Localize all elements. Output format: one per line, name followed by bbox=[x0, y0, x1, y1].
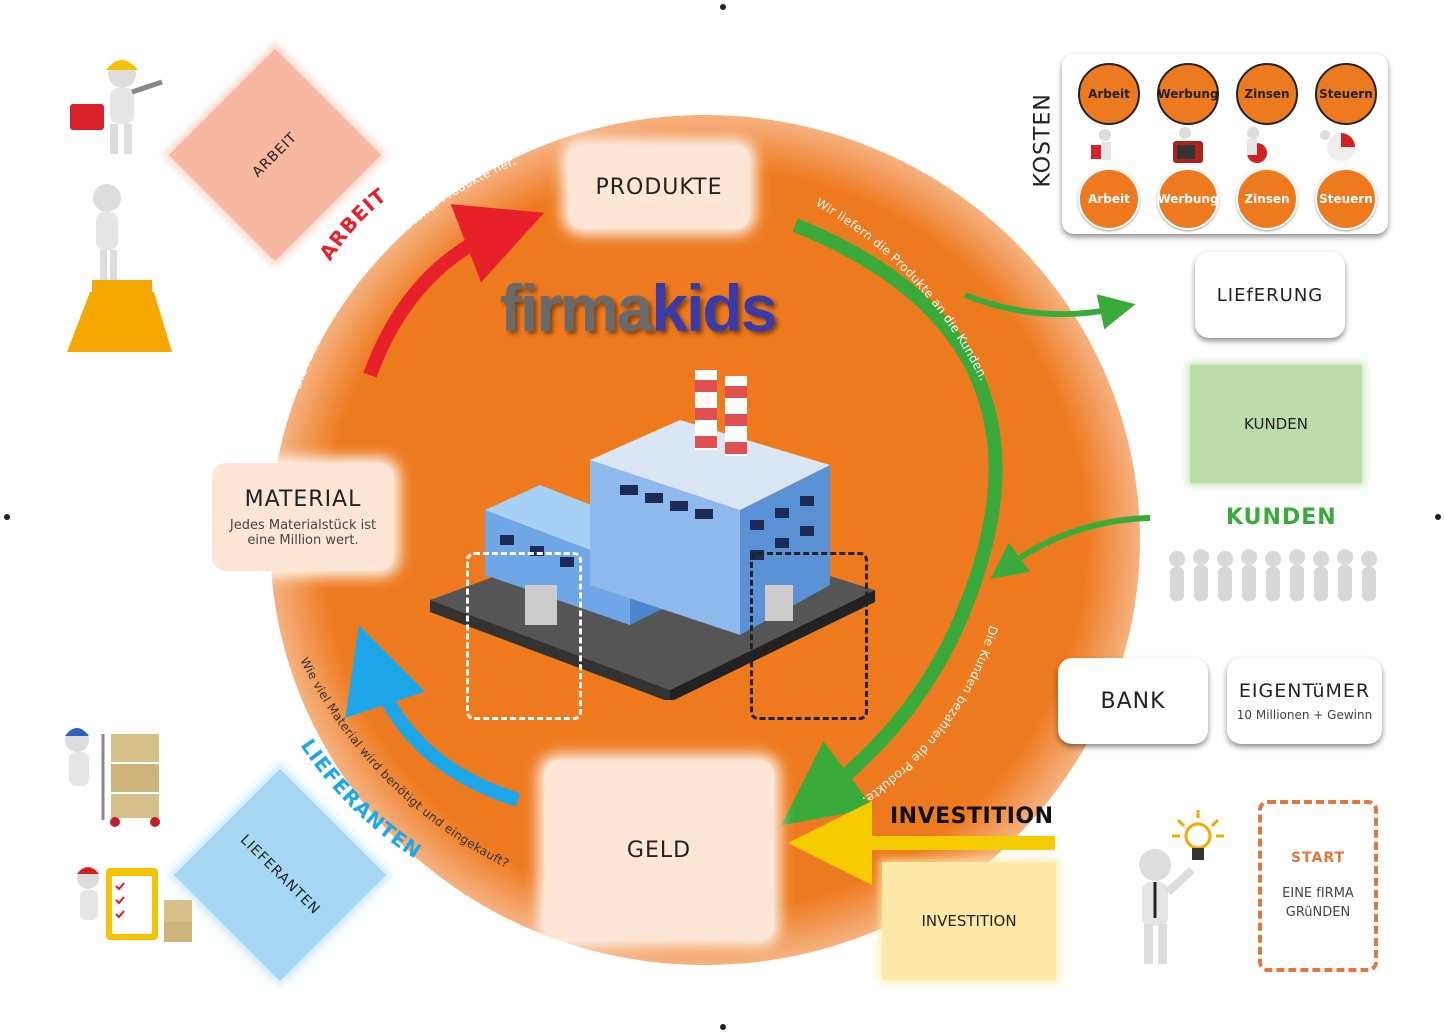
lightbulb-thinker-icon bbox=[1139, 810, 1224, 964]
kosten-bottom-steuern[interactable]: Steuern bbox=[1315, 168, 1377, 230]
kunden-tile-label: KUNDEN bbox=[1244, 415, 1308, 433]
eigentuemer-card[interactable]: EIGENTüMER 10 Millionen + Gewinn bbox=[1227, 658, 1382, 744]
registration-mark-bottom bbox=[720, 1024, 726, 1030]
lieferanten-arrow bbox=[345, 625, 521, 807]
mini-tv-icon bbox=[1173, 127, 1203, 163]
kunden-tile[interactable]: KUNDEN bbox=[1190, 365, 1362, 483]
lieferung-label: LIEfERUNG bbox=[1216, 284, 1324, 306]
delivery-worker-icon bbox=[65, 728, 160, 827]
painter-roller-icon bbox=[67, 184, 172, 352]
start-title: START bbox=[1290, 850, 1346, 866]
right-dashed-slot[interactable] bbox=[750, 552, 868, 720]
start-text: EINE fIRMA GRüNDEN bbox=[1282, 886, 1354, 920]
kosten-bottom-werbung[interactable]: Werbung bbox=[1157, 168, 1219, 230]
kosten-bottom-zinsen[interactable]: Zinsen bbox=[1236, 168, 1298, 230]
registration-mark-top bbox=[720, 4, 726, 10]
registration-mark-right bbox=[1435, 514, 1441, 520]
arbeit-tile-label: ARBEIT bbox=[249, 129, 301, 181]
crowd-icon bbox=[1169, 549, 1377, 601]
kosten-label: KOSTEN bbox=[1030, 93, 1056, 188]
arbeit-arrow bbox=[363, 204, 545, 378]
investition-tile[interactable]: INVESTITION bbox=[882, 862, 1056, 980]
mini-moneybag-icon bbox=[1247, 127, 1267, 163]
clipboard-checklist-icon bbox=[77, 867, 192, 942]
investition-label: INVESTITION bbox=[890, 804, 1054, 829]
kosten-top-arbeit[interactable]: Arbeit bbox=[1078, 63, 1140, 125]
eigentuemer-note: 10 Millionen + Gewinn bbox=[1236, 708, 1373, 722]
kunden-arc-text: Die Kunden bezahlen die Produkte. bbox=[860, 624, 1001, 808]
bank-label: BANK bbox=[1100, 688, 1166, 714]
bank-card[interactable]: BANK bbox=[1058, 658, 1208, 744]
produkte-label: PRODUKTE bbox=[595, 174, 723, 200]
material-card[interactable]: MATERIAL Jedes Materialstück ist eine Mi… bbox=[212, 463, 394, 571]
kosten-top-zinsen[interactable]: Zinsen bbox=[1236, 63, 1298, 125]
kunden-heading: KUNDEN bbox=[1226, 505, 1337, 530]
geld-label: GELD bbox=[626, 837, 692, 863]
worker-toolbox-icon bbox=[70, 60, 163, 154]
kosten-bottom-arbeit[interactable]: Arbeit bbox=[1078, 168, 1140, 230]
mini-piechart-icon bbox=[1320, 130, 1355, 161]
mini-worker-icon bbox=[1091, 129, 1111, 160]
left-dashed-slot[interactable] bbox=[466, 552, 582, 720]
start-card[interactable]: START EINE fIRMA GRüNDEN bbox=[1258, 800, 1378, 972]
registration-mark-left bbox=[4, 514, 10, 520]
kosten-mini-icons bbox=[1091, 127, 1355, 163]
lieferanten-tile-label: LIEFERANTEN bbox=[236, 831, 324, 919]
liefern-arrow bbox=[781, 218, 1003, 826]
lieferung-arrow bbox=[963, 292, 1136, 330]
produkte-card[interactable]: PRODUKTE bbox=[568, 145, 750, 229]
geld-card[interactable]: GELD bbox=[544, 760, 774, 940]
investition-tile-label: INVESTITION bbox=[921, 912, 1017, 930]
factory-icon bbox=[430, 370, 875, 700]
material-note: Jedes Materialstück ist eine Million wer… bbox=[229, 517, 377, 548]
logo-firma: firma bbox=[500, 271, 653, 345]
kunden-arrow bbox=[990, 515, 1151, 579]
firmakids-logo: firmakids bbox=[500, 270, 777, 346]
lieferung-card[interactable]: LIEfERUNG bbox=[1195, 252, 1345, 338]
material-title: MATERIAL bbox=[244, 486, 362, 512]
kosten-top-werbung[interactable]: Werbung bbox=[1157, 63, 1219, 125]
kosten-top-steuern[interactable]: Steuern bbox=[1315, 63, 1377, 125]
logo-kids: kids bbox=[651, 271, 777, 345]
eigentuemer-title: EIGENTüMER bbox=[1238, 680, 1371, 702]
